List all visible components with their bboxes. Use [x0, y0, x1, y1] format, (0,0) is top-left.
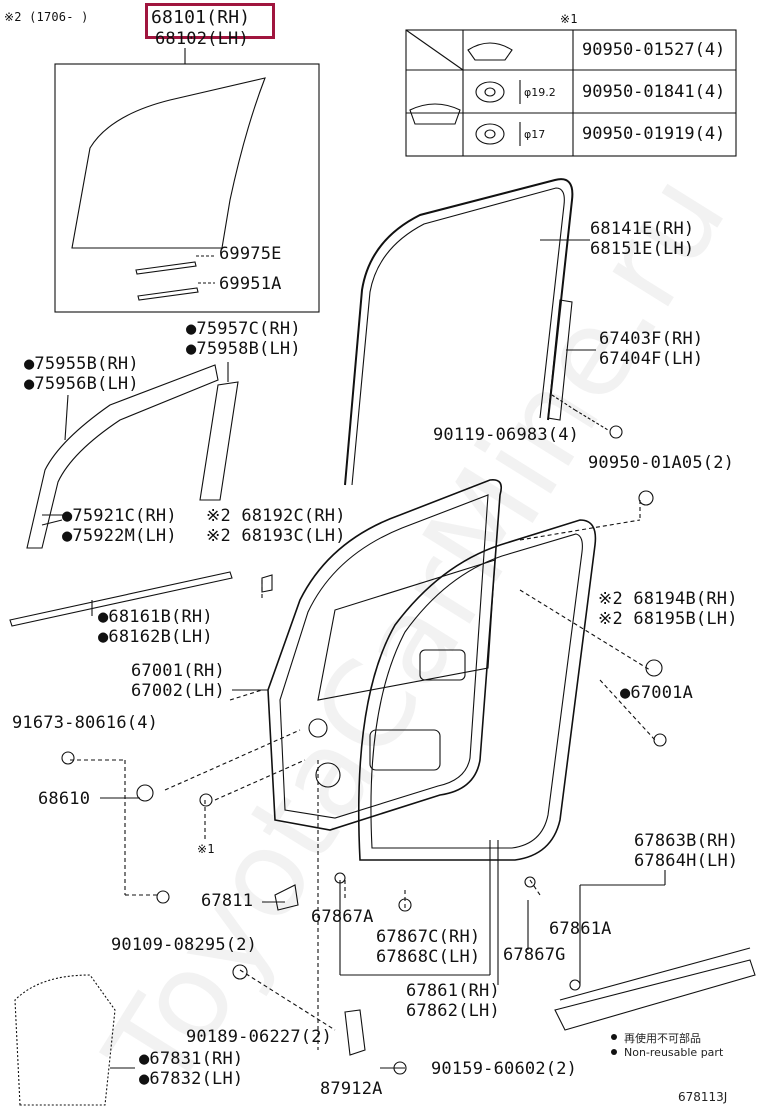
header-note: ※2 (1706- )	[4, 10, 89, 24]
part-67868C[interactable]: 67868C(LH)	[376, 947, 481, 967]
part-67832[interactable]: ●67832(LH)	[139, 1069, 244, 1089]
part-69975E[interactable]: 69975E	[219, 244, 282, 264]
part-87912A[interactable]: 87912A	[320, 1079, 383, 1099]
part-90119[interactable]: 90119-06983(4)	[433, 425, 580, 445]
fastener-row-2[interactable]: 90950-01841(4)	[582, 82, 726, 102]
part-91673[interactable]: 91673-80616(4)	[12, 713, 159, 733]
fastener-row-3[interactable]: 90950-01919(4)	[582, 124, 726, 144]
part-68141E[interactable]: 68141E(RH)	[590, 219, 695, 239]
part-68193C[interactable]: ※2 68193C(LH)	[206, 526, 346, 546]
weatherstrip-67861	[357, 519, 597, 861]
glass-frame-box	[54, 63, 320, 313]
part-67863B[interactable]: 67863B(RH)	[634, 831, 739, 851]
fastener-dia-3: φ17	[524, 128, 546, 141]
part-75958B[interactable]: ●75958B(LH)	[186, 339, 301, 359]
part-90950-01A05[interactable]: 90950-01A05(2)	[588, 453, 735, 473]
part-67867A[interactable]: 67867A	[311, 907, 374, 927]
part-68195B[interactable]: ※2 68195B(LH)	[598, 609, 738, 629]
legend-cn: 再使用不可部品	[624, 1032, 701, 1045]
part-68102[interactable]: 68102(LH)	[155, 29, 249, 49]
part-67831[interactable]: ●67831(RH)	[139, 1049, 244, 1069]
part-67867G[interactable]: 67867G	[503, 945, 566, 965]
part-69951A[interactable]: 69951A	[219, 274, 282, 294]
part-90189[interactable]: 90189-06227(2)	[186, 1027, 333, 1047]
part-68101[interactable]: 68101(RH)	[151, 7, 251, 28]
part-67862[interactable]: 67862(LH)	[406, 1001, 500, 1021]
part-68162B[interactable]: ●68162B(LH)	[98, 627, 213, 647]
door-panel-67001	[267, 478, 503, 831]
part-68192C[interactable]: ※2 68192C(RH)	[206, 506, 346, 526]
part-68151E[interactable]: 68151E(LH)	[590, 239, 695, 259]
part-75955B[interactable]: ●75955B(RH)	[24, 354, 139, 374]
part-67864H[interactable]: 67864H(LH)	[634, 851, 739, 871]
part-67867C[interactable]: 67867C(RH)	[376, 927, 481, 947]
part-67001[interactable]: 67001(RH)	[131, 661, 225, 681]
part-75957C[interactable]: ●75957C(RH)	[186, 319, 301, 339]
part-75922M[interactable]: ●75922M(LH)	[62, 526, 177, 546]
part-90109[interactable]: 90109-08295(2)	[111, 935, 258, 955]
part-67861A[interactable]: 67861A	[549, 919, 612, 939]
part-67811[interactable]: 67811	[201, 891, 254, 911]
part-68161B[interactable]: ●68161B(RH)	[98, 607, 213, 627]
part-75956B[interactable]: ●75956B(LH)	[24, 374, 139, 394]
part-67001A[interactable]: ●67001A	[620, 683, 694, 703]
diagram-id: 678113J	[678, 1090, 728, 1104]
part-75921C[interactable]: ●75921C(RH)	[62, 506, 177, 526]
part-90159[interactable]: 90159-60602(2)	[431, 1059, 578, 1079]
part-67404F[interactable]: 67404F(LH)	[599, 349, 704, 369]
note-1-marker: ※1	[197, 842, 215, 856]
legend-en: Non-reusable part	[624, 1046, 724, 1059]
part-67002[interactable]: 67002(LH)	[131, 681, 225, 701]
fastener-row-1[interactable]: 90950-01527(4)	[582, 40, 726, 60]
table-note: ※1	[560, 12, 578, 26]
highlight-box	[145, 3, 275, 39]
run-channel-68141E	[344, 178, 574, 486]
part-67403F[interactable]: 67403F(RH)	[599, 329, 704, 349]
part-68610[interactable]: 68610	[38, 789, 91, 809]
part-68194B[interactable]: ※2 68194B(RH)	[598, 589, 738, 609]
part-67861[interactable]: 67861(RH)	[406, 981, 500, 1001]
door-glass-shape	[71, 77, 266, 249]
fastener-dia-2: φ19.2	[524, 86, 556, 99]
